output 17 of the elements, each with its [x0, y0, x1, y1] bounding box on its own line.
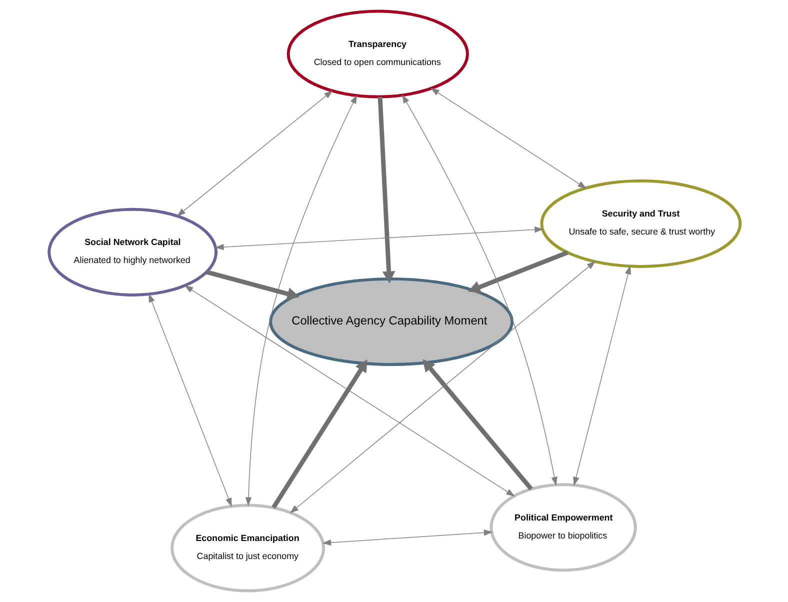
- arrow: [430, 88, 586, 189]
- arrow: [467, 250, 568, 294]
- arrow: [148, 293, 232, 507]
- arrow: [214, 226, 544, 250]
- arrow: [184, 285, 515, 497]
- arrow: [271, 360, 367, 509]
- arrow: [401, 94, 557, 486]
- arrow: [244, 94, 357, 506]
- arrow: [322, 529, 492, 546]
- arrow: [377, 96, 395, 284]
- node-ellipse: Political Empowerment Biopower to biopolitics: [489, 483, 636, 572]
- node-ellipse: Collective Agency Capability Moment: [268, 277, 514, 366]
- arrow: [289, 261, 596, 514]
- arrow: [422, 359, 532, 490]
- arrow: [206, 270, 300, 300]
- arrow: [572, 265, 631, 486]
- arrow: [176, 90, 333, 217]
